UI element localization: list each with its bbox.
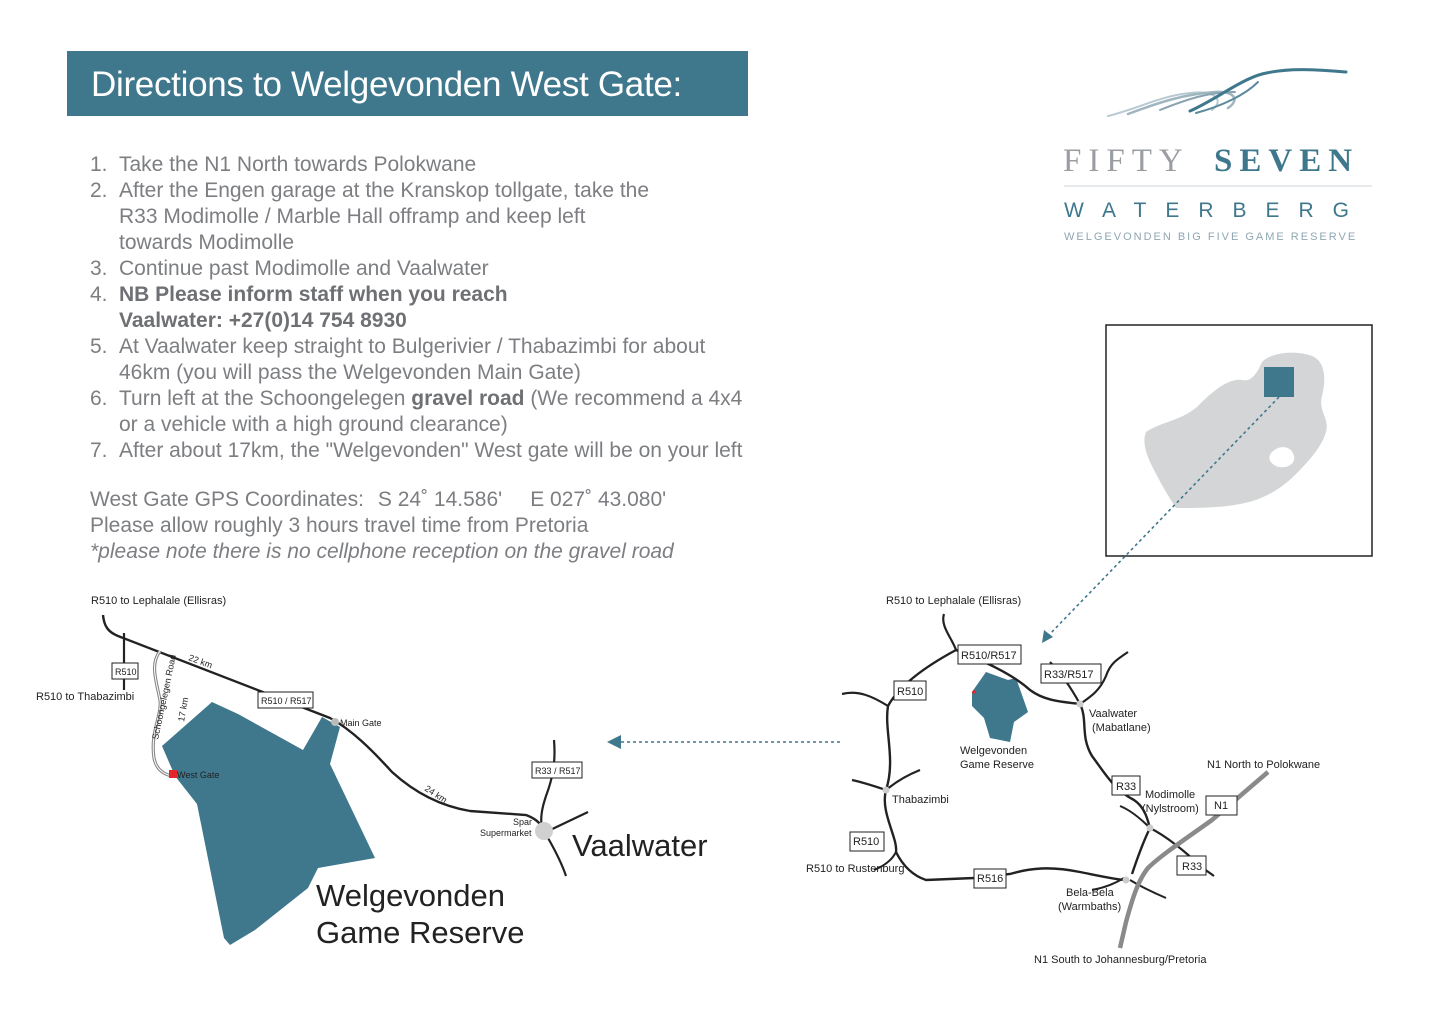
wave-icon [1107,68,1348,117]
vaalwater-town-marker [535,822,553,840]
step-text: R33 Modimolle / Marble Hall offramp and … [119,205,586,228]
vaalwater-big-label: Vaalwater [572,828,708,863]
directions-list: 1. Take the N1 North towards Polokwane 2… [90,152,810,464]
main-gate-label: Main Gate [340,718,382,728]
regional-pointer-arrow [607,735,621,749]
regional-r33-r517-badge: R33/R517 [1044,669,1094,681]
regional-warmbaths-label: (Warmbaths) [1058,901,1121,913]
regional-r510-badge-a: R510 [897,686,923,698]
step-text: Continue past Modimolle and Vaalwater [119,257,489,280]
step-text: After the Engen garage at the Kranskop t… [119,179,650,202]
thabazimbi-marker [882,786,890,794]
step-text: At Vaalwater keep straight to Bulgerivie… [119,335,706,358]
welgevonden-reserve-area [162,702,375,945]
reception-warning: *please note there is no cellphone recep… [90,540,674,563]
south-africa-inset [1105,324,1373,557]
belabela-marker [1122,876,1130,884]
regional-n1-south-label: N1 South to Johannesburg/Pretoria [1034,954,1207,966]
local-17km-label: 17 km [176,696,190,722]
west-gate-marker [169,770,177,778]
regional-map: R510 to Lephalale (Ellisras) R510/R517 R… [806,595,1320,966]
step-text: Take the N1 North towards Polokwane [119,153,477,176]
local-r510-badge: R510 [115,667,137,677]
direction-step-5: 5. At Vaalwater keep straight to Bulgeri… [90,335,706,384]
regional-thabazimbi-label: Thabazimbi [892,794,949,806]
regional-r510-lephalale-label: R510 to Lephalale (Ellisras) [886,595,1021,607]
road-vaalwater-east [545,811,589,833]
regional-n1-north-label: N1 North to Polokwane [1207,759,1320,771]
travel-time-note: Please allow roughly 3 hours travel time… [90,514,589,537]
regional-road-r33-north [1079,651,1129,705]
region-highlight [1264,367,1294,397]
step-text: 46km (you will pass the Welgevonden Main… [119,361,581,384]
regional-r510-rustenburg-label: R510 to Rustenburg [806,863,904,875]
regional-road-r510-north [942,613,958,651]
logo-waterberg: WATERBERG [1064,199,1368,222]
reserve-big-label-line1: Welgevonden [316,878,505,913]
step-text: towards Modimolle [119,231,295,254]
logo-word-seven: SEVEN [1214,143,1359,179]
direction-step-1: 1. Take the N1 North towards Polokwane [90,153,477,176]
step-text: or a vehicle with a high ground clearanc… [119,413,508,436]
vaalwater-phone: Vaalwater: +27(0)14 754 8930 [119,309,407,332]
page-title: Directions to Welgevonden West Gate: [91,65,682,104]
road-vaalwater-north [540,739,556,829]
regional-r516-badge: R516 [977,873,1003,885]
regional-modimolle-label: Modimolle [1145,789,1195,801]
regional-reserve-label-line1: Welgevonden [960,745,1027,757]
regional-r510-r517-badge: R510/R517 [961,650,1017,662]
regional-r33-badge-b: R33 [1182,861,1202,873]
regional-belabela-label: Bela-Bela [1066,887,1115,899]
gravel-road-emphasis: gravel road [411,387,525,410]
logo-tagline: WELGEVONDEN BIG FIVE GAME RESERVE [1064,231,1357,243]
gps-east: E 027˚ 43.080' [530,488,667,511]
regional-reserve-label-line2: Game Reserve [960,759,1034,771]
regional-r33-badge-a: R33 [1116,781,1136,793]
n1-highway [1117,770,1270,949]
regional-nylstroom-label: (Nylstroom) [1142,803,1199,815]
local-map: R510 to Lephalale (Ellisras) R510 R510 t… [36,595,708,950]
direction-step-2: 2. After the Engen garage at the Kransko… [90,179,650,254]
inset-pointer-line [1047,396,1280,637]
gps-south: S 24˚ 14.586' [377,488,503,511]
travel-info: West Gate GPS Coordinates:S 24˚ 14.586'E… [90,487,674,565]
main-gate-marker [331,718,339,726]
regional-road-thabazimbi-west [851,778,887,792]
direction-step-3: 3. Continue past Modimolle and Vaalwater [90,257,489,280]
modimolle-marker [1146,824,1154,832]
regional-mabatlane-label: (Mabatlane) [1092,722,1151,734]
west-gate-label: West Gate [177,770,219,780]
step-text: After about 17km, the "Welgevonden" West… [119,439,743,462]
direction-step-7: 7. After about 17km, the "Welgevonden" W… [90,439,743,462]
reserve-big-label-line2: Game Reserve [316,915,524,950]
inset-pointer-arrow [1042,630,1053,643]
road-vaalwater-south [547,837,568,877]
regional-n1-badge: N1 [1214,800,1228,812]
direction-step-6: 6. Turn left at the Schoongelegen gravel… [90,387,743,436]
spar-label-line2: Supermarket [480,828,532,838]
logo-word-fifty: FIFTY [1063,143,1190,179]
vaalwater-marker [1076,700,1084,708]
regional-vaalwater-label: Vaalwater [1089,708,1137,720]
regional-r510-badge-b: R510 [853,836,879,848]
title-banner: Directions to Welgevonden West Gate: [67,51,748,116]
staff-notice: NB Please inform staff when you reach [119,283,508,306]
local-r510-thabazimbi-label: R510 to Thabazimbi [36,691,134,703]
local-r510-r517-badge: R510 / R517 [261,696,312,706]
local-r33-r517-badge: R33 / R517 [535,766,581,776]
regional-road-r33 [1078,703,1152,875]
lesotho-hole [1269,447,1295,468]
road-r510-main [101,614,546,831]
regional-reserve-area [972,672,1028,742]
spar-label-line1: Spar [513,817,532,827]
fiftyseven-logo: FIFTY SEVEN WATERBERG WELGEVONDEN BIG FI… [1063,68,1372,243]
direction-step-4: 4. NB Please inform staff when you reach… [90,283,508,332]
local-r510-lephalale-label: R510 to Lephalale (Ellisras) [91,595,226,607]
gps-coordinates: West Gate GPS Coordinates:S 24˚ 14.586'E… [90,488,667,511]
